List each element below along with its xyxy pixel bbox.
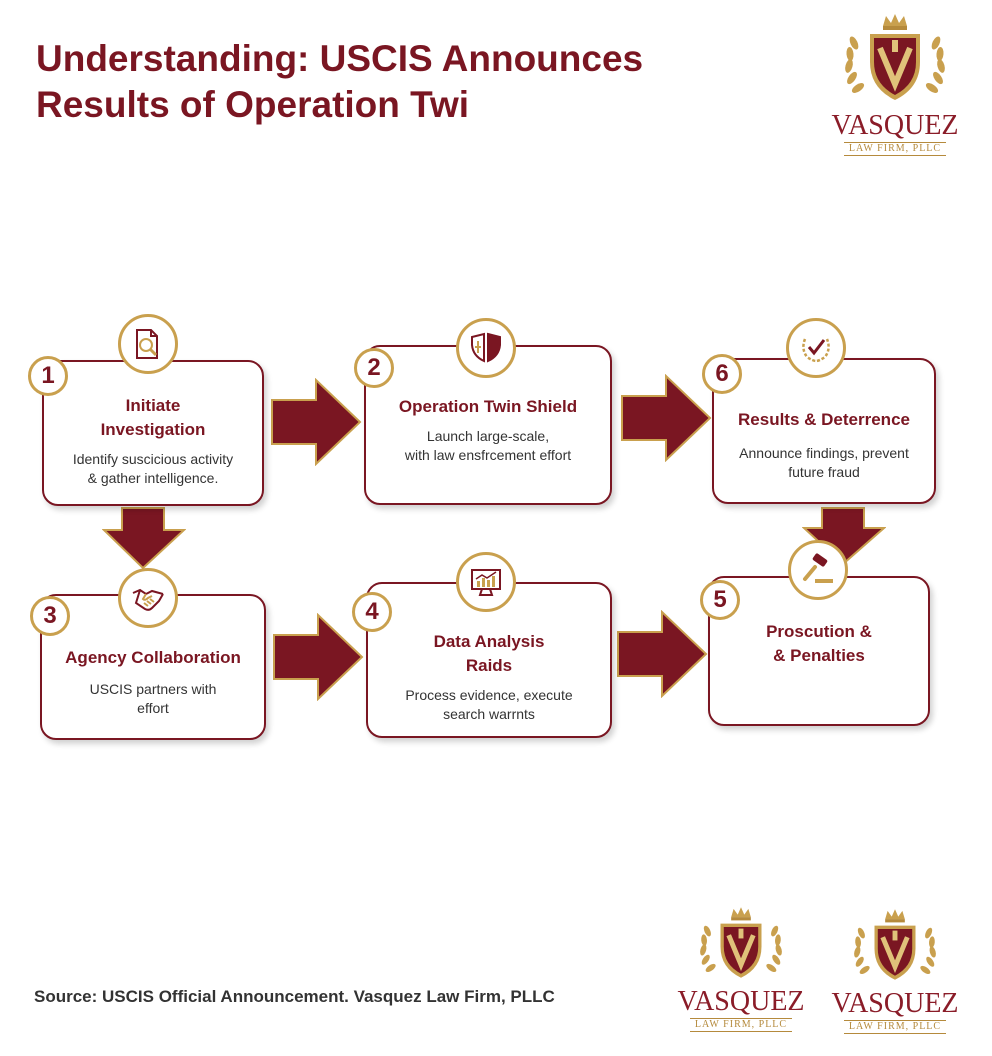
step-description: Launch large-scale, with law ensfrcement… — [404, 428, 572, 463]
logo-subtitle: LAW FIRM, PLLC — [844, 142, 946, 156]
logo-name: VASQUEZ — [677, 986, 805, 1017]
analytics-monitor-icon — [456, 552, 516, 612]
step-number-badge: 5 — [700, 580, 740, 620]
page-title: Understanding: USCIS Announces Results o… — [36, 38, 644, 125]
firm-logo: VASQUEZ LAW FIRM, PLLC — [676, 904, 806, 1032]
arrow-4-to-5 — [617, 610, 708, 698]
laurel-check-icon — [786, 318, 846, 378]
document-search-icon — [118, 314, 178, 374]
step-description: Identify suscicious activity & gather in… — [72, 451, 234, 486]
step-title: Results & Deterrence — [738, 410, 910, 429]
arrow-6-to-5 — [802, 507, 886, 566]
step-number-badge: 4 — [352, 592, 392, 632]
step-title: Data Analysis Raids — [433, 632, 545, 675]
arrow-2-to-6 — [621, 374, 712, 462]
step-title: Agency Collaboration — [65, 648, 241, 667]
step-card-3: Agency Collaboration USCIS partners with… — [40, 594, 266, 740]
firm-logo: VASQUEZ LAW FIRM, PLLC — [830, 10, 960, 156]
crest-icon — [830, 906, 960, 988]
firm-logo: VASQUEZ LAW FIRM, PLLC — [830, 906, 960, 1034]
step-number-badge: 1 — [28, 356, 68, 396]
step-card-6: Results & Deterrence Announce findings, … — [712, 358, 936, 504]
crest-icon — [830, 10, 960, 110]
step-number-badge: 6 — [702, 354, 742, 394]
logo-name: VASQUEZ — [831, 988, 959, 1019]
step-title: Proscution & & Penalties — [766, 622, 872, 665]
step-number-badge: 3 — [30, 596, 70, 636]
arrow-3-to-4 — [273, 613, 364, 701]
arrow-1-to-3 — [102, 507, 186, 570]
gavel-icon — [788, 540, 848, 600]
step-title: Initiate Investigation — [100, 396, 206, 439]
step-number-badge: 2 — [354, 348, 394, 388]
crest-icon — [676, 904, 806, 986]
source-caption: Source: USCIS Official Announcement. Vas… — [34, 987, 555, 1006]
logo-subtitle: LAW FIRM, PLLC — [844, 1020, 946, 1034]
step-description: USCIS partners with effort — [89, 681, 217, 716]
arrow-1-to-2 — [271, 378, 362, 466]
twin-shield-icon — [456, 318, 516, 378]
step-description: Announce findings, prevent future fraud — [739, 445, 909, 480]
step-description: Process evidence, execute search warrnts — [405, 687, 573, 722]
logo-name: VASQUEZ — [831, 110, 959, 141]
step-card-5: Proscution & & Penalties — [708, 576, 930, 726]
logo-subtitle: LAW FIRM, PLLC — [690, 1018, 792, 1032]
handshake-icon — [118, 568, 178, 628]
step-title: Operation Twin Shield — [398, 397, 578, 416]
step-card-1: Initiate Investigation Identify suscicio… — [42, 360, 264, 506]
